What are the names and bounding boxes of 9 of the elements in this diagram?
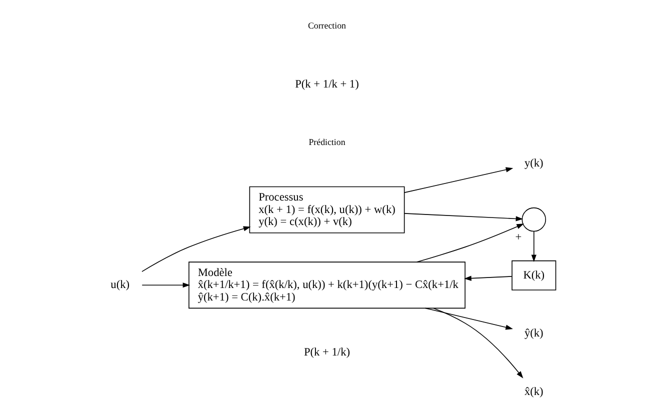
node-text: u(k) — [110, 279, 130, 292]
label: Prédiction — [308, 136, 345, 147]
node-label: + — [514, 231, 522, 244]
node-text: x̂(k) — [524, 386, 543, 398]
label: P(k + 1/k) — [303, 346, 350, 358]
node-text: ŷ(k) — [524, 328, 543, 340]
label: P(k + 1/k + 1) — [294, 78, 358, 90]
label: Correction — [307, 20, 346, 30]
node-text: y(k) — [524, 158, 543, 170]
